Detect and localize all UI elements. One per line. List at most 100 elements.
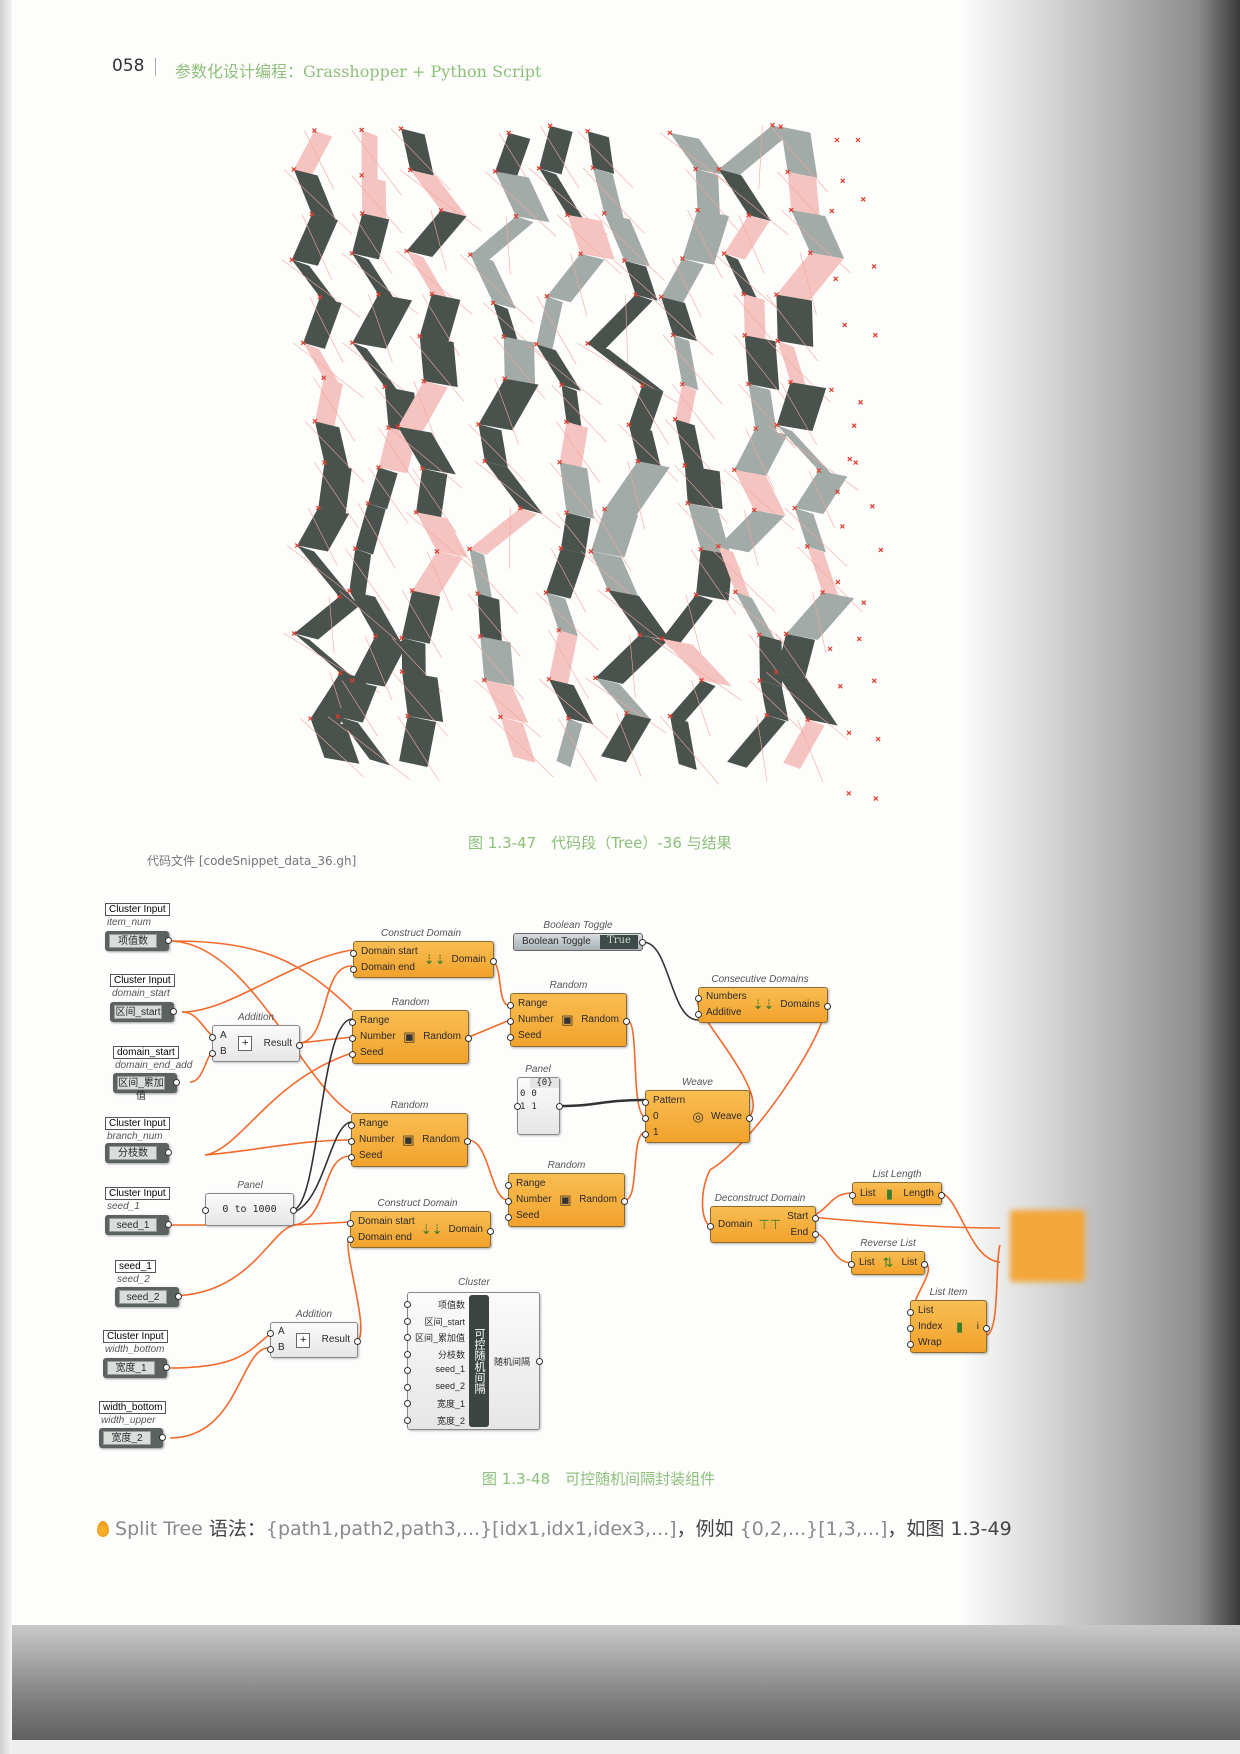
input-label: B bbox=[278, 1342, 285, 1353]
component-reverse-list[interactable]: List⇅List bbox=[848, 1251, 928, 1275]
input-port[interactable] bbox=[404, 1383, 411, 1391]
cluster-input-param[interactable]: seed_2 bbox=[115, 1287, 182, 1307]
guide-line bbox=[328, 596, 335, 654]
output-port[interactable] bbox=[159, 1434, 166, 1441]
input-port[interactable] bbox=[642, 1114, 649, 1122]
output-port[interactable] bbox=[165, 1221, 172, 1228]
input-port[interactable] bbox=[349, 1051, 356, 1058]
output-port[interactable] bbox=[536, 1358, 543, 1365]
input-label: Domain start bbox=[358, 1215, 415, 1227]
input-port[interactable] bbox=[350, 965, 357, 973]
input-port[interactable] bbox=[505, 1198, 512, 1205]
output-port[interactable] bbox=[354, 1338, 361, 1345]
input-port[interactable] bbox=[349, 1019, 356, 1026]
output-port[interactable] bbox=[921, 1261, 928, 1268]
input-port[interactable] bbox=[695, 995, 702, 1002]
input-port[interactable] bbox=[507, 1034, 514, 1041]
output-port[interactable] bbox=[464, 1138, 471, 1145]
output-port[interactable] bbox=[489, 957, 497, 965]
input-port[interactable] bbox=[267, 1346, 274, 1353]
output-port[interactable] bbox=[165, 937, 172, 944]
output-port[interactable] bbox=[173, 1079, 180, 1086]
input-port[interactable] bbox=[642, 1098, 649, 1106]
output-port[interactable] bbox=[175, 1293, 182, 1300]
cluster-input-param[interactable]: 区间_累加值 bbox=[113, 1073, 180, 1102]
output-port[interactable] bbox=[296, 1041, 303, 1049]
input-port[interactable] bbox=[404, 1416, 411, 1424]
output-port[interactable] bbox=[621, 1198, 628, 1205]
input-port[interactable] bbox=[267, 1330, 274, 1337]
output-port[interactable] bbox=[812, 1214, 820, 1222]
input-port[interactable] bbox=[404, 1400, 411, 1407]
input-port[interactable] bbox=[347, 1235, 354, 1243]
input-port[interactable] bbox=[347, 1219, 354, 1227]
input-port[interactable] bbox=[404, 1334, 411, 1341]
output-port[interactable] bbox=[556, 1103, 563, 1110]
output-port[interactable] bbox=[983, 1324, 990, 1332]
output-port[interactable] bbox=[823, 1003, 831, 1010]
toggle-value[interactable]: True bbox=[600, 935, 638, 949]
input-port[interactable] bbox=[404, 1301, 411, 1308]
input-port[interactable] bbox=[907, 1340, 914, 1348]
input-port[interactable] bbox=[907, 1308, 914, 1316]
input-label: Number bbox=[516, 1194, 552, 1205]
input-port[interactable] bbox=[507, 1018, 514, 1025]
input-port[interactable] bbox=[695, 1011, 702, 1018]
input-port[interactable] bbox=[209, 1049, 216, 1057]
input-port[interactable] bbox=[849, 1191, 856, 1199]
input-port[interactable] bbox=[505, 1182, 512, 1189]
component-list-length[interactable]: List▮Length bbox=[849, 1182, 945, 1205]
input-port[interactable] bbox=[209, 1033, 216, 1041]
range-panel[interactable]: 0 to 1000 bbox=[202, 1193, 297, 1226]
input-port[interactable] bbox=[350, 949, 357, 957]
input-port[interactable] bbox=[907, 1324, 914, 1332]
input-port[interactable] bbox=[505, 1214, 512, 1221]
input-port[interactable] bbox=[707, 1222, 714, 1230]
input-port[interactable] bbox=[348, 1154, 355, 1161]
input-port[interactable] bbox=[404, 1350, 411, 1358]
cluster-input-param[interactable]: 宽度_1 bbox=[103, 1358, 170, 1378]
output-port[interactable] bbox=[165, 1149, 172, 1156]
output-port[interactable] bbox=[938, 1191, 945, 1199]
output-port[interactable] bbox=[290, 1207, 297, 1214]
input-port[interactable] bbox=[514, 1103, 521, 1110]
output-port[interactable] bbox=[639, 939, 646, 946]
output-port[interactable] bbox=[812, 1230, 820, 1238]
input-port[interactable] bbox=[848, 1261, 855, 1268]
cluster-input-param[interactable]: 项值数 bbox=[105, 931, 172, 951]
output-port[interactable] bbox=[465, 1035, 472, 1042]
input-port[interactable] bbox=[348, 1122, 355, 1129]
ribbon-face bbox=[696, 549, 734, 601]
input-port[interactable] bbox=[404, 1367, 411, 1374]
input-port[interactable] bbox=[507, 1002, 514, 1009]
input-port[interactable] bbox=[348, 1138, 355, 1145]
output-port[interactable] bbox=[746, 1114, 753, 1122]
cluster-input-param[interactable]: seed_1 bbox=[105, 1215, 172, 1235]
input-port[interactable] bbox=[642, 1130, 649, 1138]
cluster-input-param[interactable]: 区间_start bbox=[110, 1002, 177, 1022]
output-port[interactable] bbox=[163, 1364, 170, 1371]
cluster-input-param[interactable]: 分枝数 bbox=[105, 1143, 172, 1163]
output-port[interactable] bbox=[486, 1227, 494, 1235]
output-port[interactable] bbox=[623, 1018, 630, 1025]
output-port[interactable] bbox=[170, 1008, 177, 1015]
input-port[interactable] bbox=[349, 1035, 356, 1042]
input-port[interactable] bbox=[404, 1317, 411, 1325]
cluster-input-param[interactable]: 宽度_2 bbox=[99, 1428, 166, 1448]
input-port[interactable] bbox=[202, 1207, 209, 1214]
